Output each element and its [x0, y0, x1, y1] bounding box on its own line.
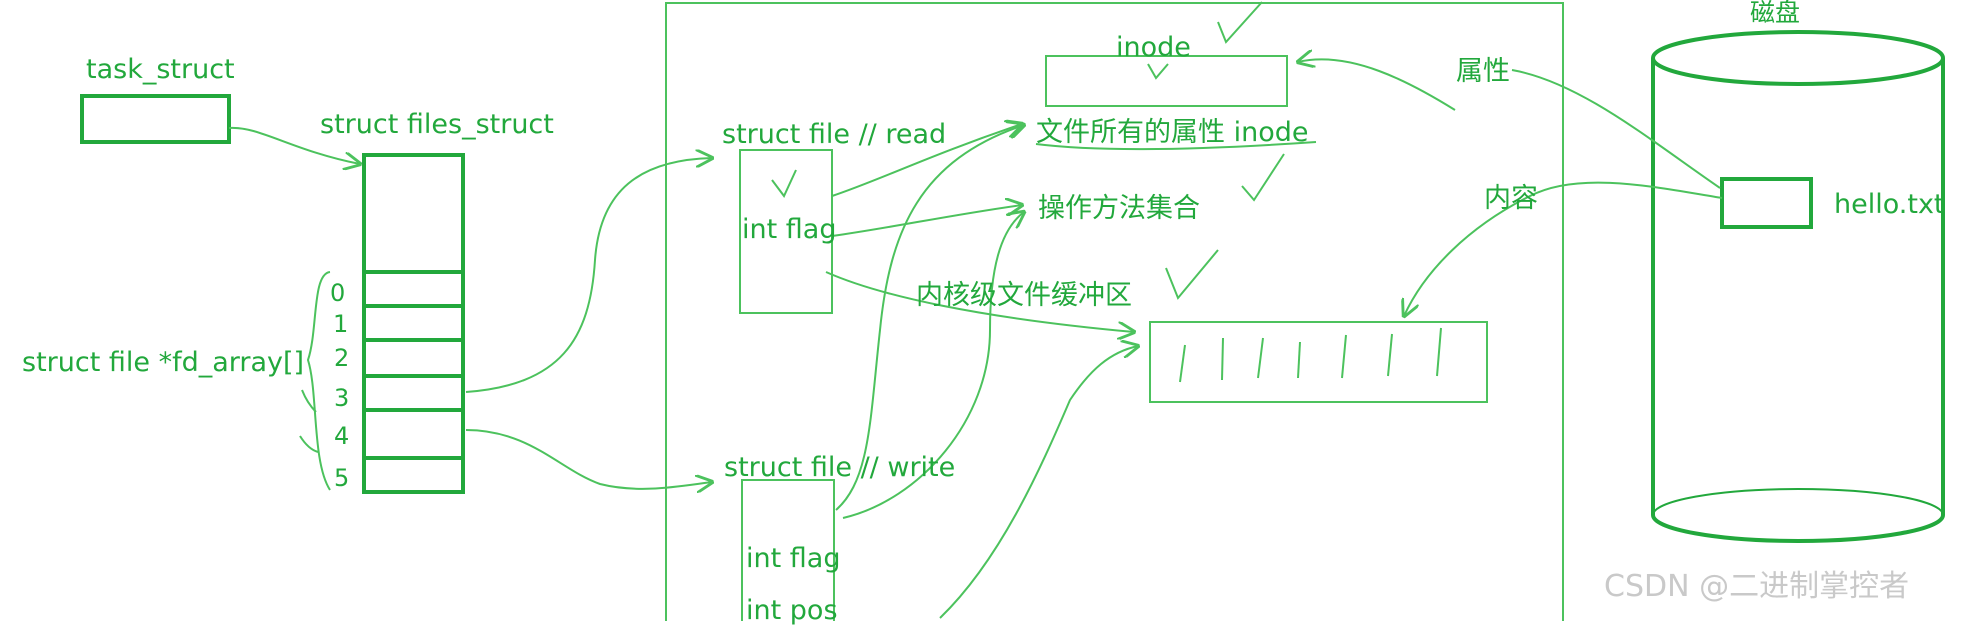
fd-array-label: struct file *fd_array[] [22, 347, 305, 378]
files-struct-array [362, 153, 465, 494]
arrow-write-to-attrs [835, 125, 1024, 511]
arrow-hello-attr [1511, 69, 1721, 189]
kernel-frame [665, 2, 1564, 621]
arrow-write-to-buffer [939, 346, 1138, 619]
task-struct-box [80, 94, 231, 144]
fd-brace [306, 271, 331, 491]
file-read-box [739, 149, 833, 314]
file-read-flag: int flag [742, 214, 837, 245]
file-read-label: struct file // read [722, 119, 947, 150]
file-write-box [741, 479, 835, 621]
kernel-buffer-label: 内核级文件缓冲区 [916, 280, 1132, 311]
arrow-fd4-to-write [465, 429, 712, 489]
kernel-buffer-marks [1179, 327, 1442, 383]
arrow-task-to-files [228, 126, 360, 164]
hello-txt-box [1720, 177, 1813, 229]
fd-index-2: 2 [334, 344, 350, 372]
arrow-attr-to-inode [1298, 59, 1456, 111]
file-write-flag: int flag [746, 543, 841, 574]
fd-index-0: 0 [330, 279, 346, 307]
attrs-underline [1035, 141, 1317, 151]
fd-index-3: 3 [334, 384, 350, 412]
attrs-inode-label: 文件所有的属性 inode [1036, 117, 1309, 148]
inode-box [1045, 55, 1288, 107]
fd-index-1: 1 [333, 310, 349, 338]
arrow-read-to-methods [831, 205, 1022, 237]
fd-brace-tick-2 [299, 435, 319, 453]
files-struct-label: struct files_struct [320, 109, 554, 140]
task-struct-label: task_struct [86, 54, 235, 85]
arrow-read-to-attrs [831, 124, 1022, 197]
arrow-fd3-to-read [465, 158, 712, 393]
attr-label: 属性 [1456, 56, 1510, 87]
disk-label: 磁盘 [1750, 0, 1801, 27]
arrow-content-to-buffer [1404, 181, 1723, 316]
check-marks [771, 1, 1285, 300]
file-write-label: struct file // write [724, 452, 956, 483]
content-label: 内容 [1484, 183, 1538, 214]
disk-cylinder [1651, 30, 1945, 543]
kernel-buffer-box [1149, 321, 1488, 403]
watermark: CSDN @二进制掌控者 [1604, 569, 1910, 604]
inode-label: inode [1116, 32, 1191, 63]
methods-label: 操作方法集合 [1038, 193, 1200, 224]
file-write-pos: int pos [746, 595, 838, 626]
fd-index-5: 5 [334, 464, 350, 492]
arrow-read-to-buffer [825, 271, 1134, 332]
fd-brace-tick-1 [301, 389, 317, 413]
hello-txt-label: hello.txt [1834, 189, 1945, 220]
fd-index-4: 4 [334, 422, 350, 450]
arrow-write-to-methods [842, 212, 1024, 519]
